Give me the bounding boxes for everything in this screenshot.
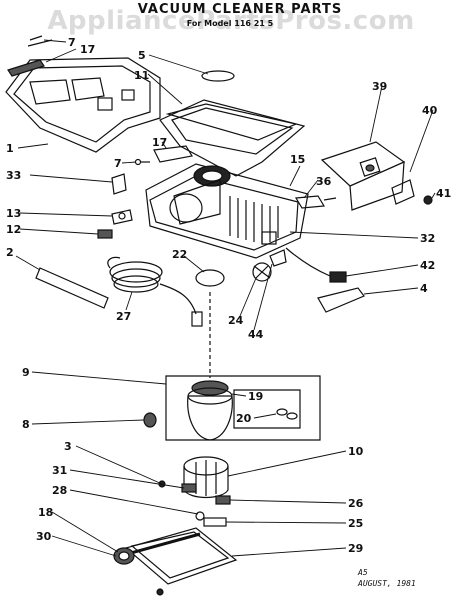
callout-11: 11	[134, 69, 149, 82]
callout-13: 13	[6, 207, 21, 220]
hood-assembly	[5, 35, 161, 153]
callout-17: 17	[80, 43, 95, 56]
small-clips	[97, 173, 133, 239]
callout-15: 15	[290, 153, 305, 166]
motor-assembly	[165, 292, 321, 441]
callout-40: 40	[422, 104, 438, 117]
callout-30: 30	[36, 530, 52, 543]
switch-assembly	[320, 141, 433, 211]
leader-lines	[15, 39, 436, 557]
bumper-strip	[35, 267, 109, 309]
callout-3: 3	[64, 440, 72, 453]
callout-28: 28	[52, 484, 67, 497]
brush-parts	[195, 495, 231, 527]
callout-7: 7	[68, 36, 76, 49]
callout-8: 8	[22, 418, 30, 431]
main-body	[145, 163, 309, 259]
callout-29: 29	[348, 542, 363, 555]
bearing	[143, 412, 157, 428]
callout-39: 39	[372, 80, 387, 93]
power-cord	[107, 256, 203, 327]
fan-parts	[252, 249, 287, 282]
callout-1: 1	[6, 142, 14, 155]
callout-24: 24	[228, 314, 244, 327]
callout-9: 9	[22, 366, 30, 379]
callout-31: 31	[52, 464, 67, 477]
callout-41: 41	[436, 187, 451, 200]
callout-7b: 7	[114, 157, 122, 170]
callout-20: 20	[236, 412, 252, 425]
cord-lead	[285, 247, 347, 283]
callout-32: 32	[420, 232, 435, 245]
footer-date: AUGUST, 1981	[358, 579, 416, 588]
motor-housing	[158, 456, 229, 499]
callout-17b: 17	[152, 136, 167, 149]
callout-44: 44	[248, 328, 264, 341]
callout-22: 22	[172, 248, 187, 261]
callout-2: 2	[6, 246, 14, 259]
callout-26: 26	[348, 497, 364, 510]
callout-18: 18	[38, 506, 53, 519]
callout-36: 36	[316, 175, 332, 188]
callout-25: 25	[348, 517, 363, 530]
footer-code: A5	[358, 568, 368, 577]
bumper-4	[317, 287, 365, 313]
callout-5: 5	[138, 49, 146, 62]
filter-and-frame	[159, 70, 306, 177]
callout-numbers: 7 17 5 11 39 40 1 17 15 7 33 36 41 13 32…	[6, 36, 451, 555]
model-number: For Model 116 21 5	[186, 19, 274, 28]
gasket-ring	[195, 269, 225, 287]
callout-42: 42	[420, 259, 435, 272]
callout-27: 27	[116, 310, 131, 323]
callout-4: 4	[420, 282, 428, 295]
callout-12: 12	[6, 223, 21, 236]
callout-10: 10	[348, 445, 364, 458]
callout-19: 19	[248, 390, 263, 403]
diagram-title: VACUUM CLEANER PARTS	[137, 2, 343, 17]
callout-33: 33	[6, 169, 21, 182]
base-plate	[113, 527, 238, 596]
cord-plug-36	[294, 195, 337, 209]
